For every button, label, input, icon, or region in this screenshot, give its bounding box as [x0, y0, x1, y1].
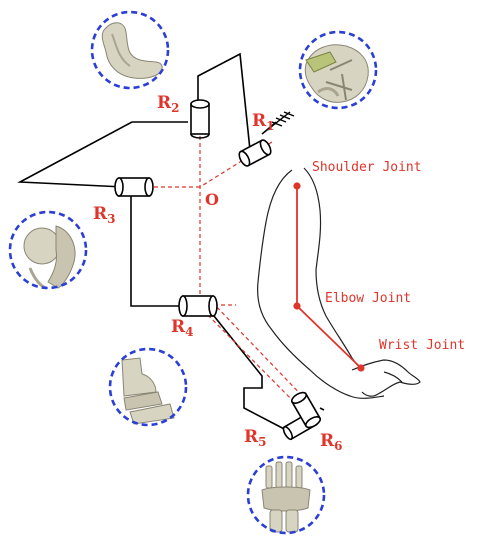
label-r2: R2	[157, 93, 180, 115]
label-r6: R6	[320, 431, 343, 453]
limb-joint-lines	[296, 186, 362, 369]
label-r4: R4	[171, 317, 194, 339]
label-wrist-joint: Wrist Joint	[379, 338, 465, 353]
ground-mount-icon	[261, 111, 295, 135]
label-r5: R5	[244, 427, 267, 449]
wrist-joint-marker	[357, 364, 365, 372]
shoulder-bone-icon	[8, 210, 88, 290]
joint-r2-cylinder	[190, 99, 210, 139]
joint-r6-cylinder	[290, 391, 322, 429]
arm-outline	[257, 167, 421, 399]
shoulder-joint-marker	[293, 182, 301, 190]
joint-r1-cylinder	[238, 139, 272, 167]
joint-r4-cylinder	[178, 295, 218, 317]
wrist-bone-icon	[246, 455, 326, 535]
elbow-bone-icon	[108, 347, 188, 427]
label-r1: R1	[252, 111, 275, 133]
elbow-joint-marker	[293, 302, 301, 310]
label-shoulder-joint: Shoulder Joint	[312, 160, 422, 175]
scapula-bone-icon	[298, 30, 378, 110]
joint-r3-cylinder	[114, 177, 154, 197]
label-origin: O	[205, 190, 219, 209]
label-elbow-joint: Elbow Joint	[325, 291, 411, 306]
clavicle-bone-icon	[90, 10, 170, 90]
exoskeleton-linkage	[17, 52, 325, 433]
label-r3: R3	[93, 204, 116, 226]
